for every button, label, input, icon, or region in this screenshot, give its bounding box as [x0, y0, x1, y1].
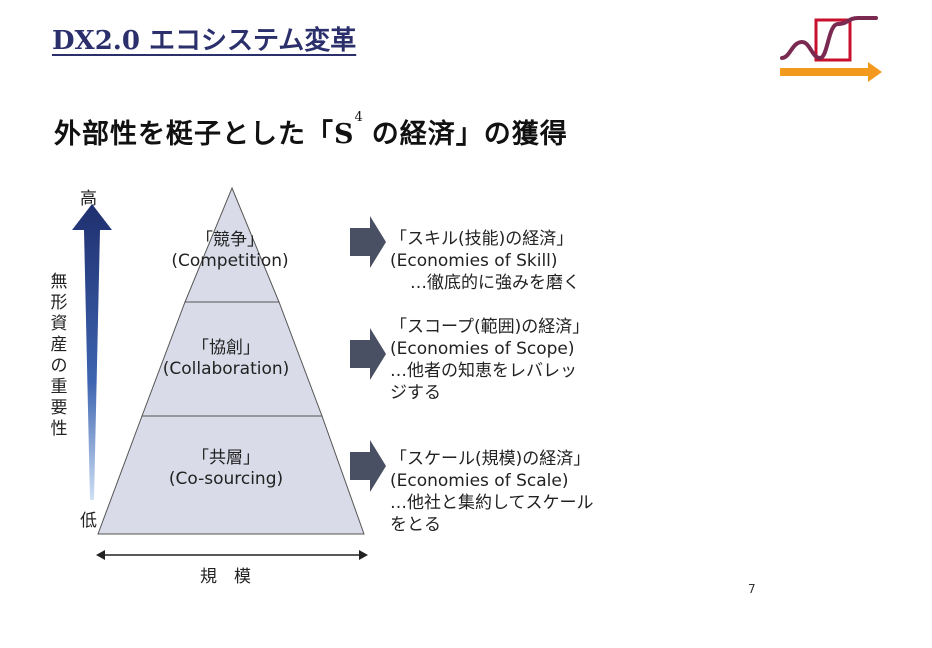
scale-arrow — [96, 550, 368, 560]
economies-scale: 「スケール(規模)の経済」 (Economies of Scale) …他社と集… — [390, 449, 594, 535]
logo-orange-arrowhead — [868, 62, 882, 82]
axis-horizontal-label: 規 模 — [200, 567, 251, 587]
economies-skill: 「スキル(技能)の経済」 (Economies of Skill) …徹底的に強… — [390, 229, 580, 293]
slide-title: DX2.0 エコシステム変革 — [52, 26, 357, 56]
pyramid — [97, 186, 365, 535]
logo-curve-2 — [818, 22, 840, 60]
tier-label-co-sourcing: 「共層」(Co-sourcing) — [168, 448, 284, 489]
logo-orange-bar — [780, 68, 870, 76]
axis-vertical-label: 無形資産の重要性 — [50, 272, 68, 439]
slide-subtitle: 外部性を梃子とした「S4の経済」の獲得 — [54, 110, 568, 150]
tier-label-collaboration: 「協創」(Collaboration) — [162, 338, 290, 379]
importance-arrow — [72, 204, 112, 500]
tier-label-competition: 「競争」(Competition) — [171, 230, 289, 271]
axis-low-label: 低 — [80, 511, 97, 531]
axis-high-label: 高 — [80, 189, 97, 209]
company-logo — [780, 16, 882, 82]
arrow-right-skill — [350, 216, 386, 268]
logo-square — [814, 18, 852, 62]
arrow-right-scope — [350, 328, 386, 380]
logo-curve-3 — [836, 16, 878, 26]
arrow-right-scale — [350, 440, 386, 492]
page-number: 7 — [748, 582, 756, 596]
pyramid-tier-bottom — [97, 415, 365, 535]
economies-scope: 「スコープ(範囲)の経済」 (Economies of Scope) …他者の知… — [390, 317, 590, 403]
logo-curve-1 — [780, 39, 822, 60]
